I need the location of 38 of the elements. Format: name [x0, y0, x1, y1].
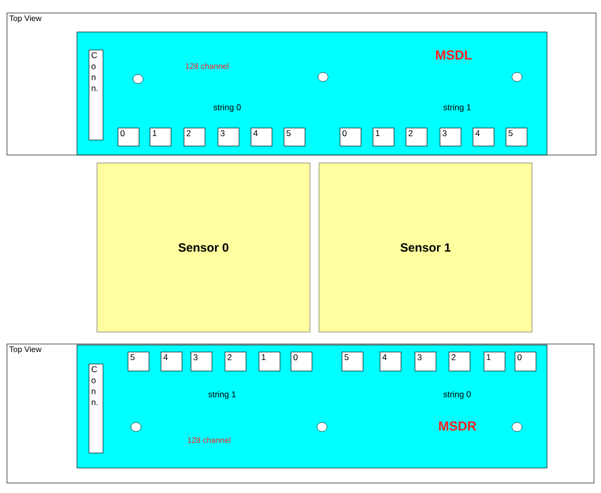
string-label: string 0	[443, 391, 471, 399]
board-name: MSDR	[439, 421, 476, 431]
chip-box: 3	[414, 352, 436, 372]
board-name: MSDL	[436, 50, 472, 60]
chip-box: 2	[184, 128, 206, 146]
sensor-box: Sensor 0	[96, 162, 310, 332]
string-label: string 1	[443, 104, 471, 112]
chip-box: 5	[342, 352, 364, 372]
chip-box: 1	[372, 128, 394, 146]
chip-box: 3	[190, 352, 212, 372]
chip-box: 1	[484, 352, 506, 372]
chip-box: 2	[406, 128, 428, 146]
chip-box: 0	[118, 128, 140, 146]
connector-box: C o n n.	[88, 364, 104, 454]
chip-label: 128 channel	[186, 63, 228, 69]
chip-box: 3	[218, 128, 240, 146]
chip-box: 2	[224, 352, 246, 372]
chip-box: 0	[290, 352, 312, 372]
chip-box: 4	[380, 352, 402, 372]
sensor-box: Sensor 1	[318, 162, 532, 332]
chip-box: 3	[440, 128, 462, 146]
connector-box: C o n n.	[88, 50, 104, 140]
view-heading: Top View	[9, 346, 42, 354]
chip-box: 4	[160, 352, 182, 372]
chip-box: 1	[150, 128, 172, 146]
chip-box: 5	[284, 128, 306, 146]
chip-box: 2	[448, 352, 470, 372]
chip-box: 0	[340, 128, 362, 146]
chip-box: 1	[258, 352, 280, 372]
chip-box: 4	[250, 128, 272, 146]
chip-label: 128 channel	[188, 437, 230, 443]
string-label: string 1	[208, 391, 236, 399]
chip-box: 4	[472, 128, 494, 146]
view-heading: Top View	[9, 15, 42, 23]
chip-box: 5	[128, 352, 150, 372]
chip-box: 5	[506, 128, 528, 146]
chip-box: 0	[514, 352, 536, 372]
string-label: string 0	[213, 104, 241, 112]
